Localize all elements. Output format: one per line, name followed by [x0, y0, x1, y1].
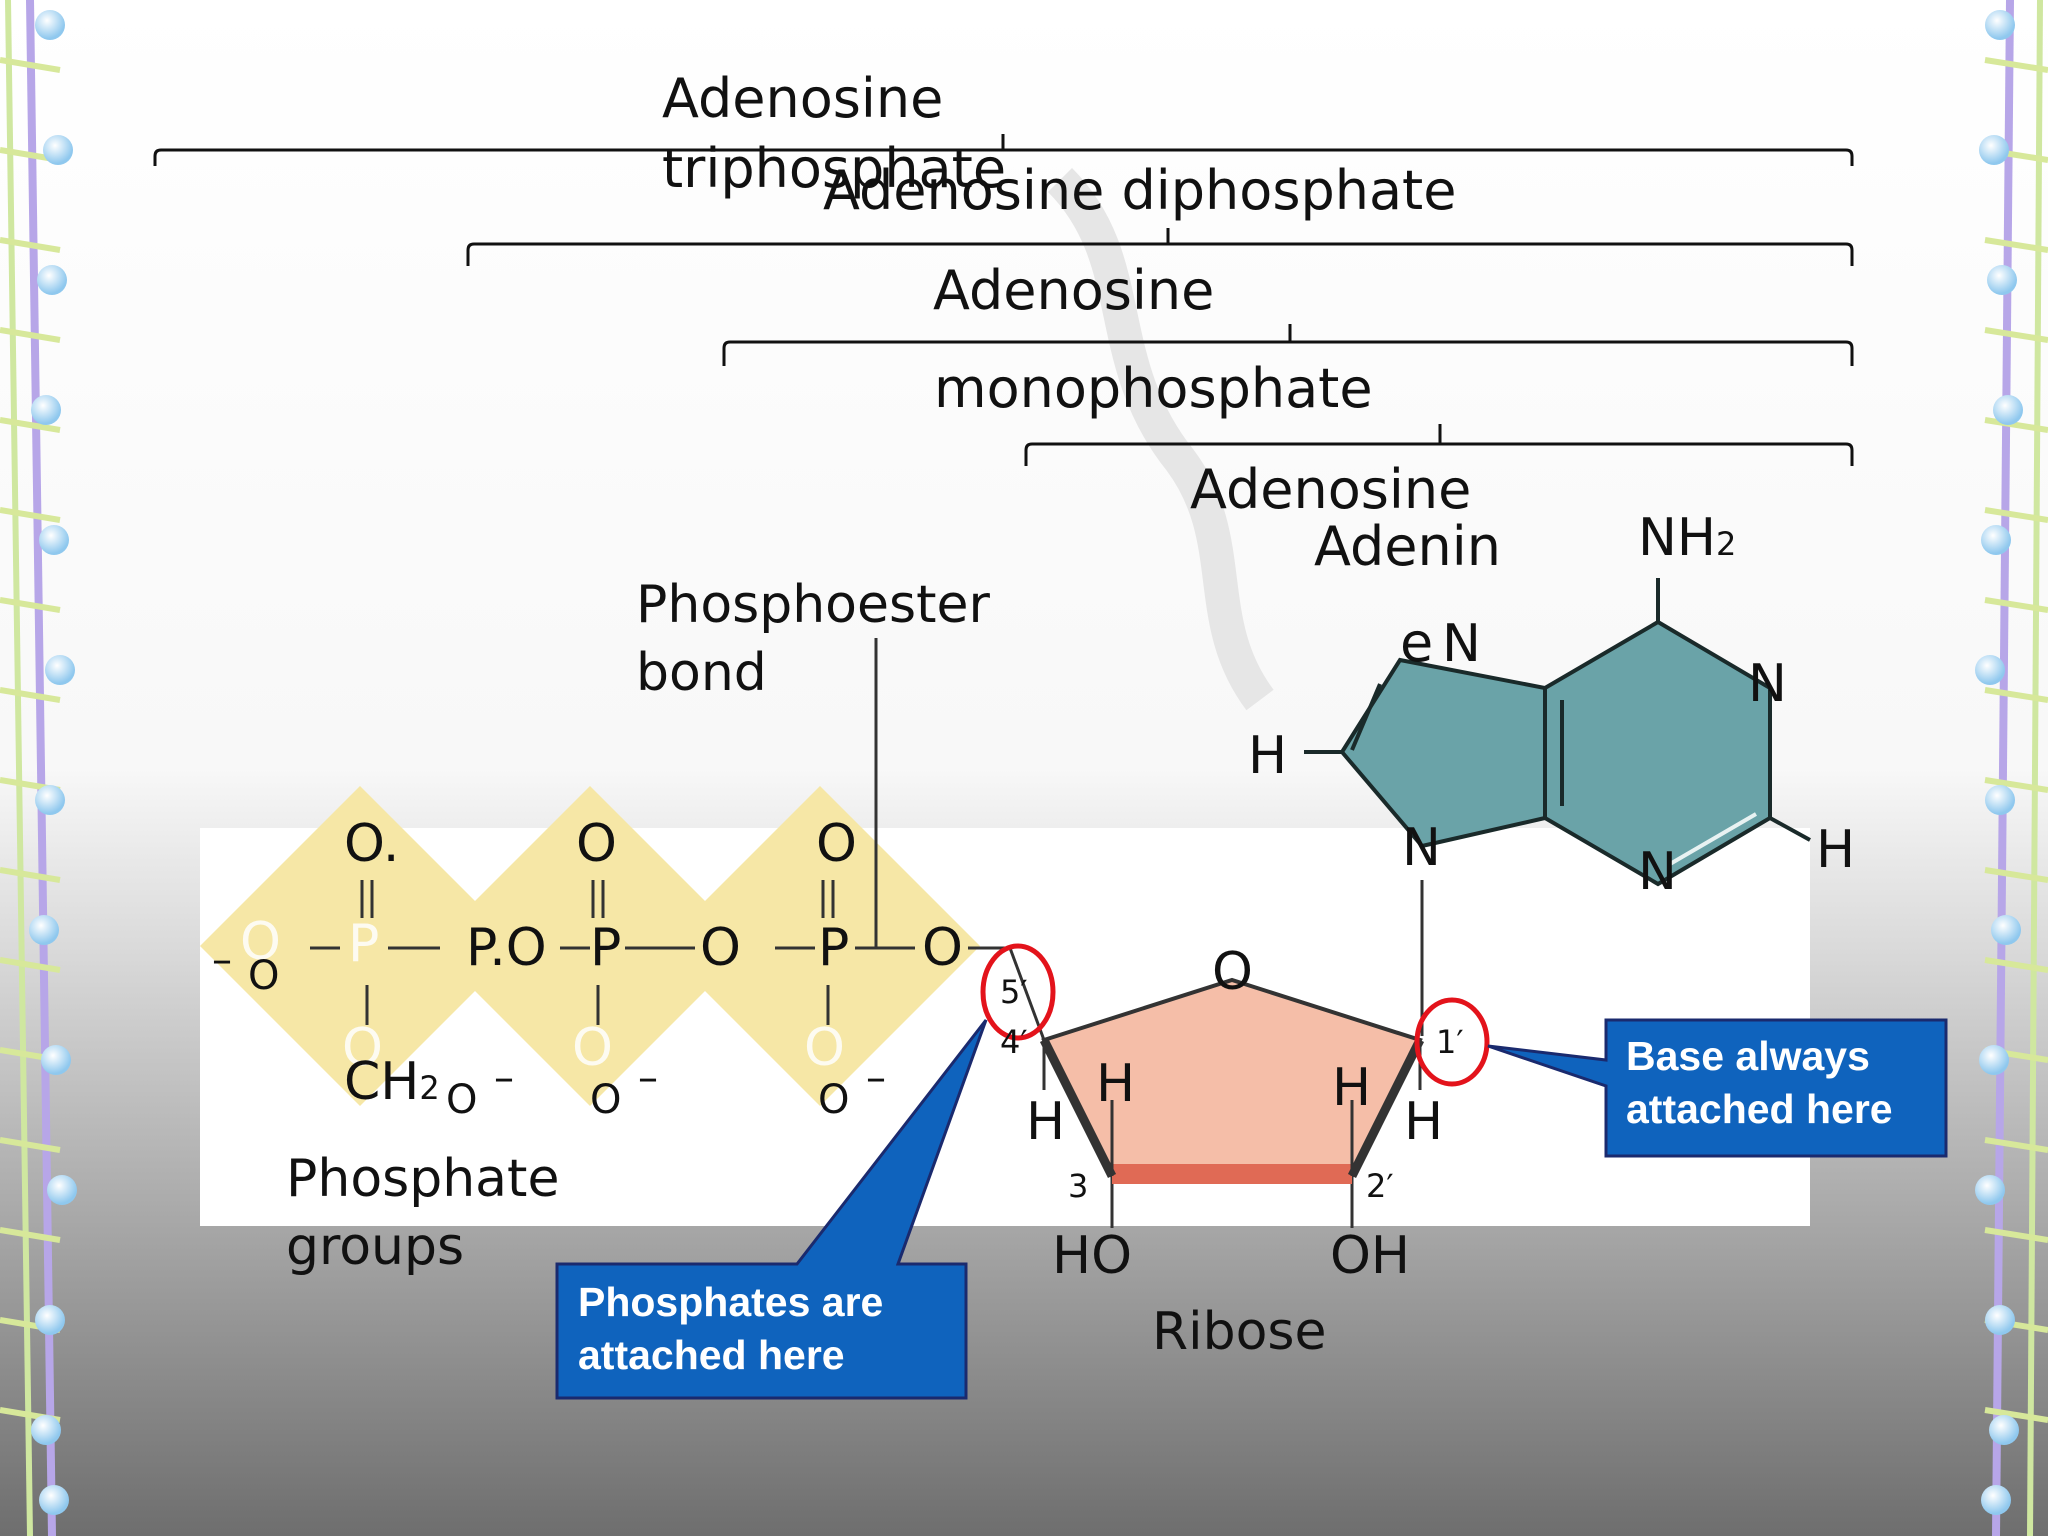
- adenosine-bracket: [1024, 424, 1854, 466]
- adenine-label-1: Adenin: [1314, 515, 1501, 578]
- adenine-h-right: H: [1816, 820, 1856, 880]
- phosphate-o-top-2: O: [576, 814, 617, 874]
- carbon-4-label: 4′: [1000, 1023, 1028, 1061]
- nh2-text: NH: [1638, 508, 1716, 568]
- phosphate-minus-1: –: [494, 1055, 514, 1101]
- ribose-h-2: H: [1332, 1058, 1372, 1118]
- adenine-label-2: e: [1400, 611, 1434, 674]
- ribose-ring-oxygen: O: [1212, 942, 1253, 1002]
- adenosine-label: Adenosine: [1190, 458, 1472, 521]
- ribose-front-edge: [1112, 1164, 1352, 1184]
- ribose-h-4: H: [1026, 1092, 1066, 1152]
- ch2-text: CH: [344, 1052, 420, 1112]
- phosphate-minus-3: –: [866, 1055, 886, 1101]
- phosphate-o-neg-1: O: [446, 1077, 478, 1123]
- phosphate-o-top-3: O: [816, 814, 857, 874]
- carbon-1-label: 1′: [1436, 1023, 1464, 1061]
- carbon-5-circle: [980, 943, 1056, 1041]
- phosphates-callout-shape: [555, 1019, 988, 1400]
- base-callout-text: Base always attached here: [1626, 1033, 1893, 1133]
- phosphate-diamonds: [200, 786, 980, 1106]
- ribose-ho: HO: [1052, 1226, 1133, 1286]
- right-dna-border: [1975, 0, 2048, 1537]
- phosphate-groups-label: Phosphate groups: [286, 1149, 560, 1277]
- ribose-h-3: H: [1096, 1054, 1136, 1114]
- phosphate-p-2: P: [590, 918, 622, 978]
- adp-label: Adenosine diphosphate: [823, 159, 1457, 222]
- phosphate-minus-2: –: [638, 1055, 658, 1101]
- phosphate-o-bottom-2-ghost: O: [572, 1018, 613, 1078]
- carbon-1-circle: [1414, 997, 1490, 1087]
- adenine-n-top: N: [1442, 614, 1481, 674]
- nh2-subscript: 2: [1716, 525, 1737, 563]
- base-callout-shape: [1487, 1018, 1948, 1158]
- ribose-h-1: H: [1404, 1092, 1444, 1152]
- phosphate-p-1-ghost: P: [348, 914, 380, 974]
- amp-bracket: [722, 324, 1854, 366]
- phosphate-o-bottom-3-ghost: O: [804, 1018, 845, 1078]
- carbon-2-label: 2′: [1366, 1167, 1394, 1205]
- phosphate-p-dot-o: P.O: [466, 918, 547, 978]
- ribose-oh: OH: [1330, 1226, 1411, 1286]
- nh2-label: NH2: [1638, 512, 1736, 564]
- adenine-n-right: N: [1748, 654, 1787, 714]
- phosphate-o-bridge-2: O: [700, 918, 741, 978]
- atp-bracket: [153, 134, 1854, 166]
- ribose-label: Ribose: [1152, 1302, 1327, 1362]
- phosphate-o-neg-2: O: [590, 1077, 622, 1123]
- phosphate-minus-left: –: [212, 937, 232, 983]
- phosphate-p-3: P: [818, 918, 850, 978]
- ch2-subscript: 2: [419, 1069, 440, 1107]
- amp-label-2: monophosphate: [934, 357, 1373, 420]
- left-dna-border: [0, 0, 77, 1537]
- phosphate-o-left-ghost: O: [240, 912, 281, 972]
- ch2-label: CH2: [344, 1056, 440, 1108]
- phosphate-o-left: O: [248, 953, 280, 999]
- carbon-5-label: 5′: [1000, 973, 1028, 1011]
- phosphate-o-dot: O.: [344, 814, 400, 874]
- phosphate-o-neg-3: O: [818, 1077, 850, 1123]
- amp-label-1: Adenosine: [933, 259, 1215, 322]
- carbon-3-label: 3: [1068, 1167, 1089, 1205]
- atp-label: Adenosine triphosphate: [662, 67, 1007, 201]
- adenine-ring: [1304, 578, 1811, 887]
- phosphates-callout-text: Phosphates are attached here: [578, 1279, 884, 1379]
- figure-panel: [200, 828, 1810, 1226]
- adenine-n-bottom-left: N: [1402, 818, 1441, 878]
- adp-bracket: [466, 228, 1854, 266]
- phosphoester-bond-label: Phosphoester bond: [636, 575, 990, 703]
- adenine-h-left: H: [1248, 726, 1288, 786]
- helix-watermark: [1047, 167, 1274, 711]
- phosphate-o-bridge-3: O: [922, 918, 963, 978]
- phosphate-o-bottom-1-ghost: O: [342, 1018, 383, 1078]
- adenine-n-bottom: N: [1638, 842, 1677, 902]
